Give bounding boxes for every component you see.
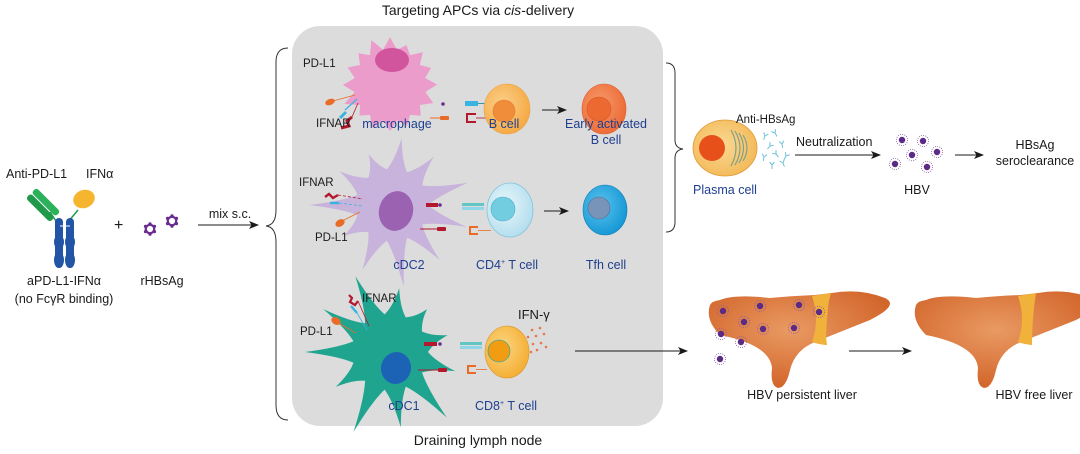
tfh-cell-label: Tfh cell (585, 258, 627, 272)
antibody-glyph (760, 131, 769, 142)
plasma-cell-icon (692, 119, 758, 177)
ifnar-label: IFNAR (316, 118, 351, 130)
pd-l1-receptor-icon (335, 211, 361, 227)
antibody-glyph (765, 141, 775, 152)
pd-l1-label: PD-L1 (303, 58, 336, 70)
antibody-construct-icon (26, 188, 95, 268)
early-activated-label-2: B cell (590, 133, 622, 147)
antibody-glyph (781, 151, 791, 162)
seroclearance-label: seroclearance (995, 154, 1075, 168)
neutralization-label: Neutralization (796, 135, 873, 149)
ifn-gamma-icon (526, 326, 548, 354)
rhbsag-icon (142, 221, 158, 237)
pd-l1-receptor-icon (331, 317, 357, 334)
ifn-gamma-dot (535, 348, 539, 352)
mix-sc-label: mix s.c. (208, 207, 252, 221)
early-activated-label: Early activated (565, 117, 647, 131)
hbv-label: HBV (904, 183, 930, 197)
lymph-node-label: Draining lymph node (413, 432, 543, 448)
ifn-gamma-dot (539, 341, 543, 345)
hbv-free-liver-icon (914, 291, 1080, 388)
tcr-icon (460, 342, 482, 349)
antibody-name: aPD-L1-IFNα (27, 274, 101, 288)
plus-sign: + (114, 217, 124, 234)
b-cell-icon (483, 83, 531, 135)
ifn-gamma-dot (529, 350, 533, 354)
b-cell-label: B cell (488, 117, 520, 131)
antibody-glyph (771, 149, 781, 160)
ifn-gamma-dot (542, 332, 546, 336)
antibody-glyph (760, 153, 768, 162)
rhbsag-label: rHBsAg (140, 274, 184, 288)
hbv-virus-icon (889, 133, 943, 174)
antibody-glyph (770, 128, 780, 139)
antibody-glyph (779, 158, 788, 169)
anti-pd-l1-label: Anti-PD-L1 (6, 167, 68, 181)
ifn-gamma-label: IFN-γ (518, 307, 550, 322)
hbv-persistent-liver-icon (708, 291, 890, 388)
early-activated-b-cell-icon (581, 83, 627, 135)
ifn-gamma-dot (526, 335, 530, 339)
ifn-gamma-dot (531, 342, 535, 346)
ifn-gamma-dot (544, 345, 548, 349)
pd-l1-label: PD-L1 (315, 232, 348, 244)
rhbsag-icon (164, 213, 180, 229)
macrophage-label: macrophage (362, 117, 432, 131)
pd-l1-receptor-icon (325, 94, 356, 106)
cd4-t-cell-label: CD4+ T cell (476, 258, 538, 272)
tfh-cell-icon (582, 184, 628, 236)
anti-hbsag-label: Anti-HBsAg (736, 114, 796, 126)
panel-title: Targeting APCs via cis-delivery (381, 2, 575, 18)
cdc2-icon (309, 138, 469, 287)
ifn-gamma-dot (538, 326, 542, 330)
plasma-cell-label: Plasma cell (693, 183, 757, 197)
tcr-icon (462, 203, 484, 210)
cdc2-label: cDC2 (393, 258, 425, 272)
antibody-glyph (769, 161, 775, 170)
ifn-gamma-dot (530, 328, 534, 332)
left-brace (265, 47, 289, 421)
liver-free-label: HBV free liver (995, 388, 1073, 402)
cd4-t-cell-icon (486, 182, 534, 238)
ifn-gamma-dot (534, 334, 538, 338)
hbsag-label: HBsAg (1015, 138, 1055, 152)
right-brace (665, 62, 684, 233)
ifn-alpha-label: IFNα (86, 167, 114, 181)
ifnar-receptor-icon (338, 98, 359, 130)
antibody-glyph (778, 140, 786, 149)
cdc1-label: cDC1 (388, 399, 420, 413)
cd8-t-cell-label: CD8+ T cell (475, 399, 537, 413)
antibody-note: (no FcγR binding) (14, 292, 114, 306)
liver-persistent-label: HBV persistent liver (747, 388, 857, 402)
macrophage-icon (342, 37, 438, 131)
ifnar-receptor-icon (324, 192, 364, 207)
ifnar-receptor-icon (348, 294, 370, 331)
ifnar-label: IFNAR (299, 177, 334, 189)
anti-hbsag-antibody-icon (760, 128, 791, 170)
cdc1-icon (304, 276, 456, 432)
pd-l1-label: PD-L1 (300, 326, 333, 338)
ifnar-label: IFNAR (362, 293, 397, 305)
cd8-t-cell-icon (484, 325, 530, 379)
